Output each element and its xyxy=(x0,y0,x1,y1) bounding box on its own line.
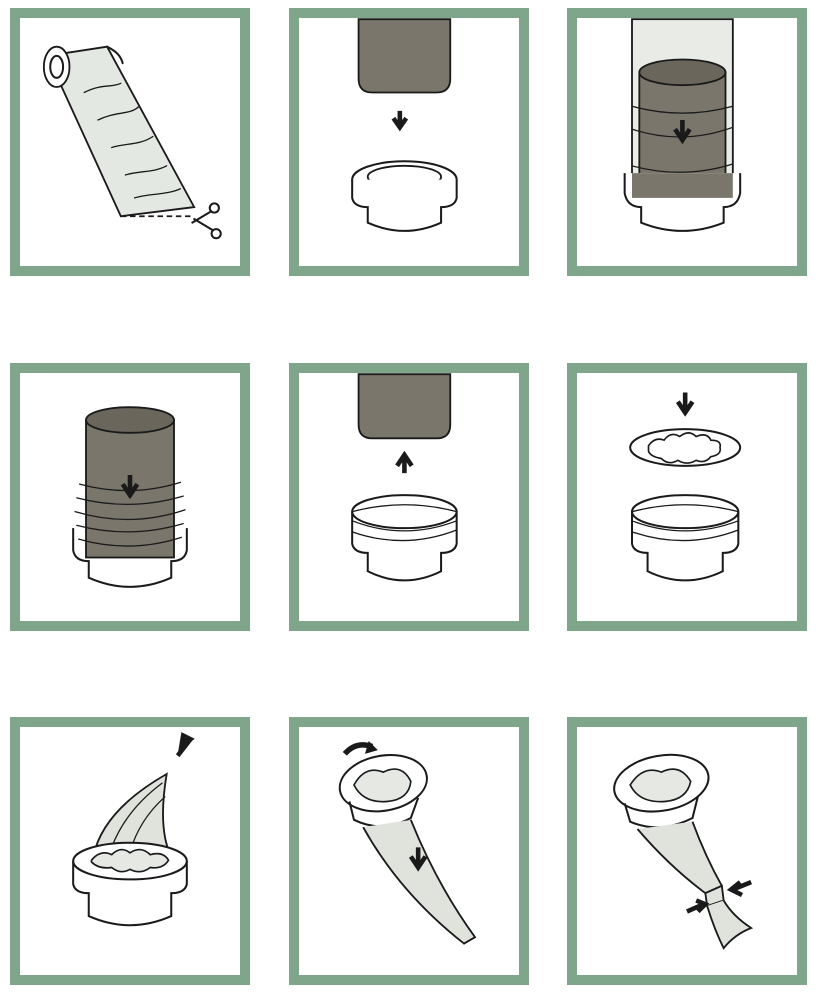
bag-tied-icon xyxy=(613,753,754,950)
film-pushed-onto-ring-icon xyxy=(623,18,742,232)
tube-insert-into-ring-icon xyxy=(351,18,458,232)
step-5-panel xyxy=(289,363,529,631)
step-9-panel xyxy=(567,717,807,985)
step-7-panel xyxy=(10,717,250,985)
lid-placed-on-ring-icon xyxy=(629,392,742,582)
step-6-panel xyxy=(567,363,807,631)
film-bunched-on-ring-icon xyxy=(72,406,188,588)
tube-removed-icon xyxy=(351,373,458,582)
step-4-panel xyxy=(10,363,250,631)
film-roll-cut-icon xyxy=(42,45,222,240)
step-1-panel xyxy=(10,8,250,276)
step-2-panel xyxy=(289,8,529,276)
step-8-panel xyxy=(289,717,529,985)
bag-pulled-up-icon xyxy=(72,732,195,927)
step-3-panel xyxy=(567,8,807,276)
bag-pulled-through-icon xyxy=(338,741,477,945)
